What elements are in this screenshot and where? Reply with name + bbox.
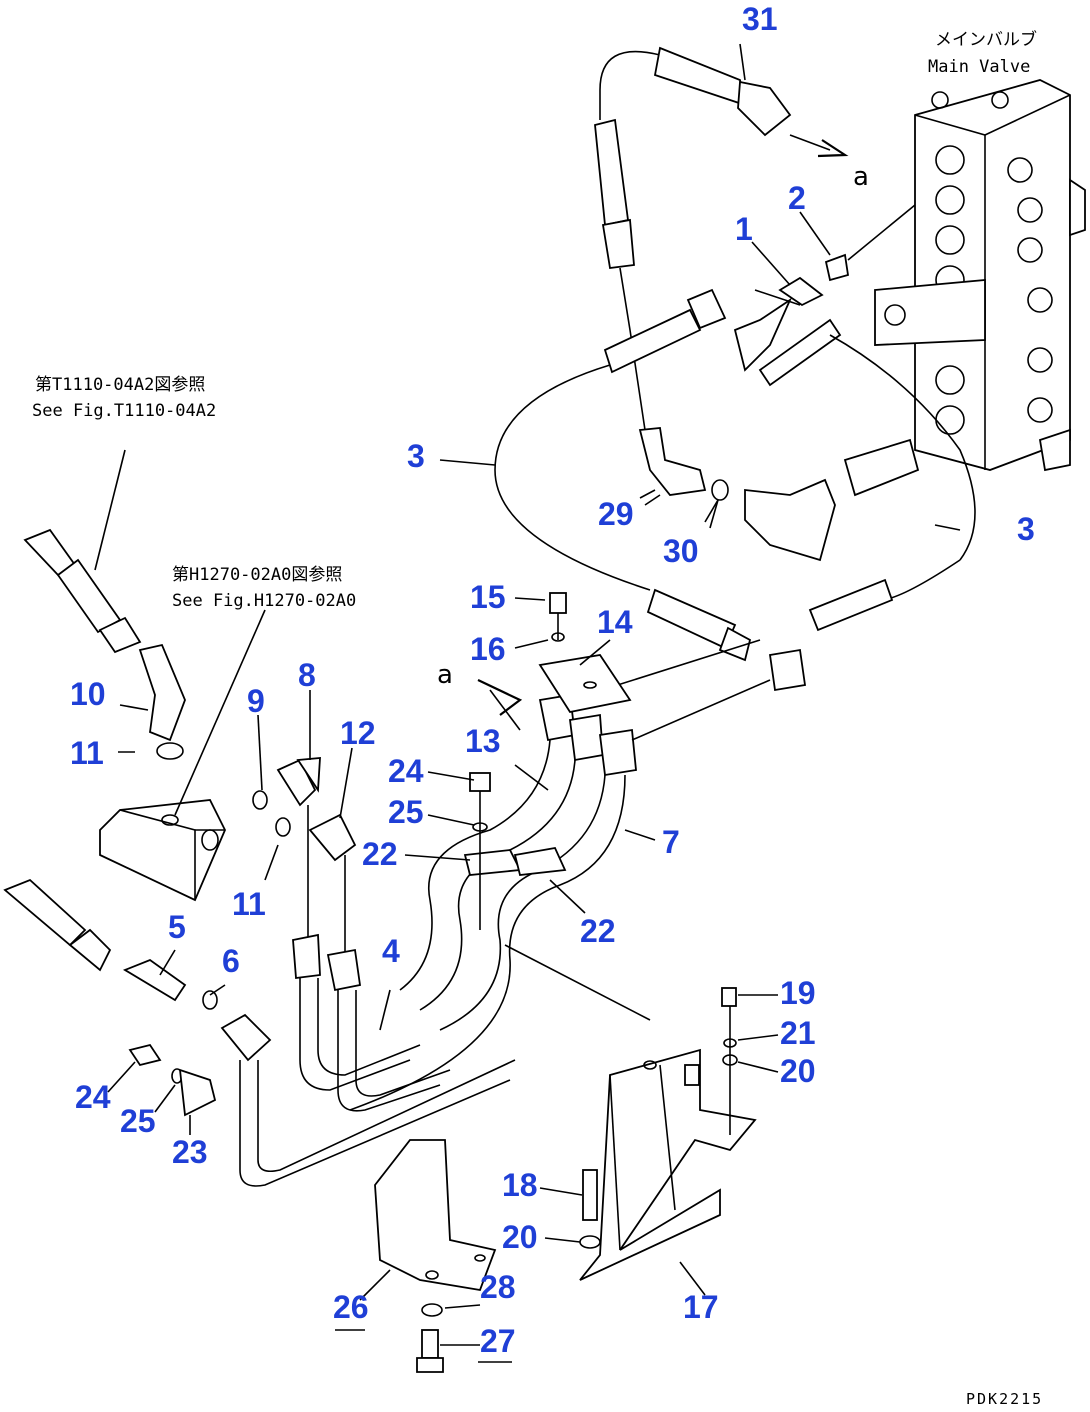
elbows-8-12: [252, 757, 451, 1112]
callout-22-left: 22: [362, 836, 398, 872]
callout-3-left: 3: [407, 438, 425, 474]
callout-10: 10: [70, 676, 106, 712]
bracket-23: [128, 1043, 217, 1117]
solenoid-block: [23, 528, 226, 902]
callout-24-top: 24: [388, 753, 424, 789]
leader-lines: [107, 43, 831, 1363]
callout-21: 21: [780, 1015, 816, 1051]
callout-2: 2: [788, 180, 806, 216]
callout-4: 4: [382, 933, 400, 969]
callout-5: 5: [168, 909, 186, 945]
callout-3-right: 3: [1017, 511, 1035, 547]
callouts: 31 2 1 3 3 29 30 15 14 16 8 10 9 12 11 1…: [70, 1, 1035, 1359]
callout-13: 13: [465, 723, 501, 759]
fitting-1-2: [754, 204, 916, 307]
callout-16: 16: [470, 631, 506, 667]
drawing-code: PDK2215: [966, 1390, 1043, 1408]
block-manifold: [349, 639, 771, 1111]
callout-19: 19: [780, 975, 816, 1011]
ref-note-top-en: See Fig.T1110-04A2: [32, 401, 216, 421]
callout-11-top: 11: [70, 735, 104, 771]
ref-note-top-jp: 第T1110-04A2図参照: [35, 375, 205, 395]
arrow-a-top-head: [817, 139, 849, 158]
callout-11-bottom: 11: [232, 886, 266, 922]
plate-14: [538, 592, 632, 714]
clamp-22: [463, 772, 567, 930]
callout-1: 1: [735, 211, 753, 247]
callout-7: 7: [662, 824, 680, 860]
callout-17: 17: [683, 1289, 719, 1325]
ref-arrow-mid: [174, 609, 266, 816]
arrow-letter-mid: a: [437, 660, 453, 690]
bracket-26: [374, 1139, 497, 1373]
callout-22-right: 22: [580, 913, 616, 949]
callout-14: 14: [597, 604, 633, 640]
ref-arrow-top: [94, 449, 126, 571]
callout-28: 28: [480, 1269, 516, 1305]
callout-25-bottom: 25: [120, 1103, 156, 1139]
callout-23: 23: [172, 1134, 208, 1170]
callout-12: 12: [340, 715, 376, 751]
ref-note-mid-jp: 第H1270-02A0図参照: [172, 565, 342, 585]
callout-15: 15: [470, 579, 506, 615]
arrow-letter-top: a: [853, 162, 869, 192]
callout-20-bottom: 20: [502, 1219, 538, 1255]
callout-24-bottom: 24: [75, 1079, 111, 1115]
callout-20-top: 20: [780, 1053, 816, 1089]
callout-6: 6: [222, 943, 240, 979]
main-valve: [874, 79, 1086, 472]
hose-5: [3, 878, 651, 1187]
elbow-29-30: [638, 427, 836, 562]
callout-9: 9: [247, 683, 265, 719]
main-valve-label-en: Main Valve: [928, 57, 1030, 77]
callout-8: 8: [298, 657, 316, 693]
hose-31: [594, 46, 792, 431]
arrow-a-top: [789, 134, 831, 151]
ref-note-mid-en: See Fig.H1270-02A0: [172, 591, 356, 611]
arrow-a-mid-head: [477, 679, 523, 716]
callout-31: 31: [742, 1, 778, 37]
callout-27: 27: [480, 1323, 516, 1359]
callout-25-top: 25: [388, 794, 424, 830]
callout-30: 30: [663, 533, 699, 569]
callout-26: 26: [333, 1289, 369, 1325]
hose-3: [439, 288, 976, 692]
callout-29: 29: [598, 496, 634, 532]
bracket-17: [579, 987, 757, 1281]
callout-18: 18: [502, 1167, 538, 1203]
main-valve-label-jp: メインバルブ: [935, 29, 1037, 50]
